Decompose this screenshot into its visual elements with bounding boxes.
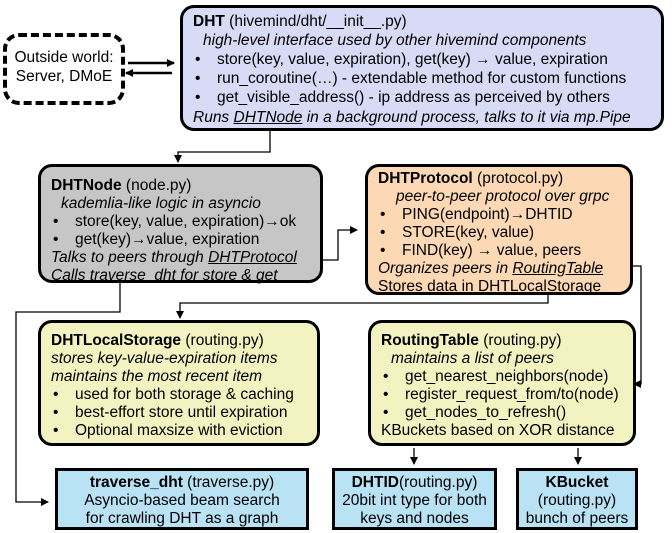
routingtable-desc: maintains a list of peers [391,350,554,367]
dhtprotocol-bullet-3: •FIND(key) → value, peers [380,242,582,259]
kbucket-box: KBucket (routing.py) bunch of peers [516,468,638,530]
dht-name: DHT [193,13,225,30]
dhtprotocol-link: DHTProtocol [208,249,297,266]
dht-title: DHT (hivemind/dht/__init__.py) [193,13,407,32]
dhtid-box: DHTID(routing.py) 20bit int type for bot… [332,468,497,530]
localstorage-bullet-3: •Optional maxsize with eviction [53,422,283,439]
dhtnode-bullet-1: •store(key, value, expiration)→ok [53,213,297,230]
kbucket-title: KBucket [545,474,609,491]
arrow-dhtnode-to-protocol [312,226,358,261]
arrow-protocol-to-localstorage [176,294,549,319]
dhtid-line1: 20bit int type for both [342,492,487,509]
traverse-dht-box: traverse_dht (traverse.py) Asyncio-based… [55,468,309,530]
kbucket-line1: bunch of peers [525,510,629,527]
dht-footer: Runs DHTNode in a background process, ta… [193,109,631,126]
dht-bullet-1: •store(key, value, expiration), get(key)… [195,51,608,68]
localstorage-desc-1: stores key-value-expiration items [51,350,278,367]
dhtnode-footer-1: Talks to peers through DHTProtocol [51,249,297,266]
dhtnode-footer-2: Calls traverse_dht for store & get [51,267,278,284]
routingtable-title: RoutingTable (routing.py) [381,332,562,349]
dhtprotocol-bullet-2: •STORE(key, value) [380,224,535,241]
localstorage-desc-2: maintains the most recent item [51,368,263,385]
traverse-dht-line1: Asyncio-based beam search [84,492,280,509]
dhtprotocol-bullet-1: •PING(endpoint)→DHTID [380,206,573,223]
dht-file: (hivemind/dht/__init__.py) [229,13,407,30]
localstorage-bullet-2: •best-effort store until expiration [53,404,288,421]
outside-world-line1: Outside world: [14,49,114,66]
routingtable-box: RoutingTable (routing.py) maintains a li… [368,320,636,446]
dhtid-line2: keys and nodes [360,510,469,527]
traverse-dht-link: traverse_dht [89,267,176,284]
routingtable-bullet-1: •get_nearest_neighbors(node) [383,368,609,385]
routingtable-bullet-2: •register_request_from/to(node) [383,386,619,403]
outside-world-line2: Server, DMoE [15,68,113,85]
routingtable-footer: KBuckets based on XOR distance [381,422,615,439]
arrow-dht-to-dhtnode [174,131,271,163]
dhtnode-link: DHTNode [233,109,303,126]
localstorage-link: LocalStorage [509,278,602,295]
dhtnode-title: DHTNode (node.py) [51,177,192,194]
dhtnode-box: DHTNode (node.py) kademlia-like logic in… [38,164,323,284]
localstorage-bullet-1: •used for both storage & caching [53,386,294,403]
localstorage-title: DHTLocalStorage (routing.py) [51,332,264,349]
dhtprotocol-footer-2: Stores data in DHTLocalStorage [378,278,602,295]
dhtnode-desc: kademlia-like logic in asyncio [61,195,261,212]
dht-bullet-2: •run_coroutine(…) - extendable method fo… [195,70,627,87]
dhtnode-bullet-2: •get(key)→value, expiration [53,231,260,248]
outside-world-box: Outside world: Server, DMoE [3,33,125,105]
dht-desc: high-level interface used by other hivem… [203,32,587,49]
traverse-dht-title: traverse_dht (traverse.py) [89,474,275,491]
dhtprotocol-desc: peer-to-peer protocol over grpc [396,188,610,205]
dht-box: DHT (hivemind/dht/__init__.py) high-leve… [180,5,664,131]
dhtprotocol-footer-1: Organizes peers in RoutingTable [378,260,604,277]
traverse-dht-line2: for crawling DHT as a graph [85,510,279,527]
kbucket-file: (routing.py) [537,492,617,509]
dht-bullet-3: •get_visible_address() - ip address as p… [195,89,610,106]
dhtprotocol-title: DHTProtocol (protocol.py) [378,170,564,187]
arrow-dhtnode-to-traverse [15,281,121,506]
routingtable-bullet-3: •get_nodes_to_refresh() [383,404,567,421]
dhtid-title: DHTID(routing.py) [351,474,478,491]
dhtprotocol-box: DHTProtocol (protocol.py) peer-to-peer p… [365,164,633,295]
localstorage-box: DHTLocalStorage (routing.py) stores key-… [38,320,320,446]
routingtable-link: RoutingTable [512,260,604,277]
